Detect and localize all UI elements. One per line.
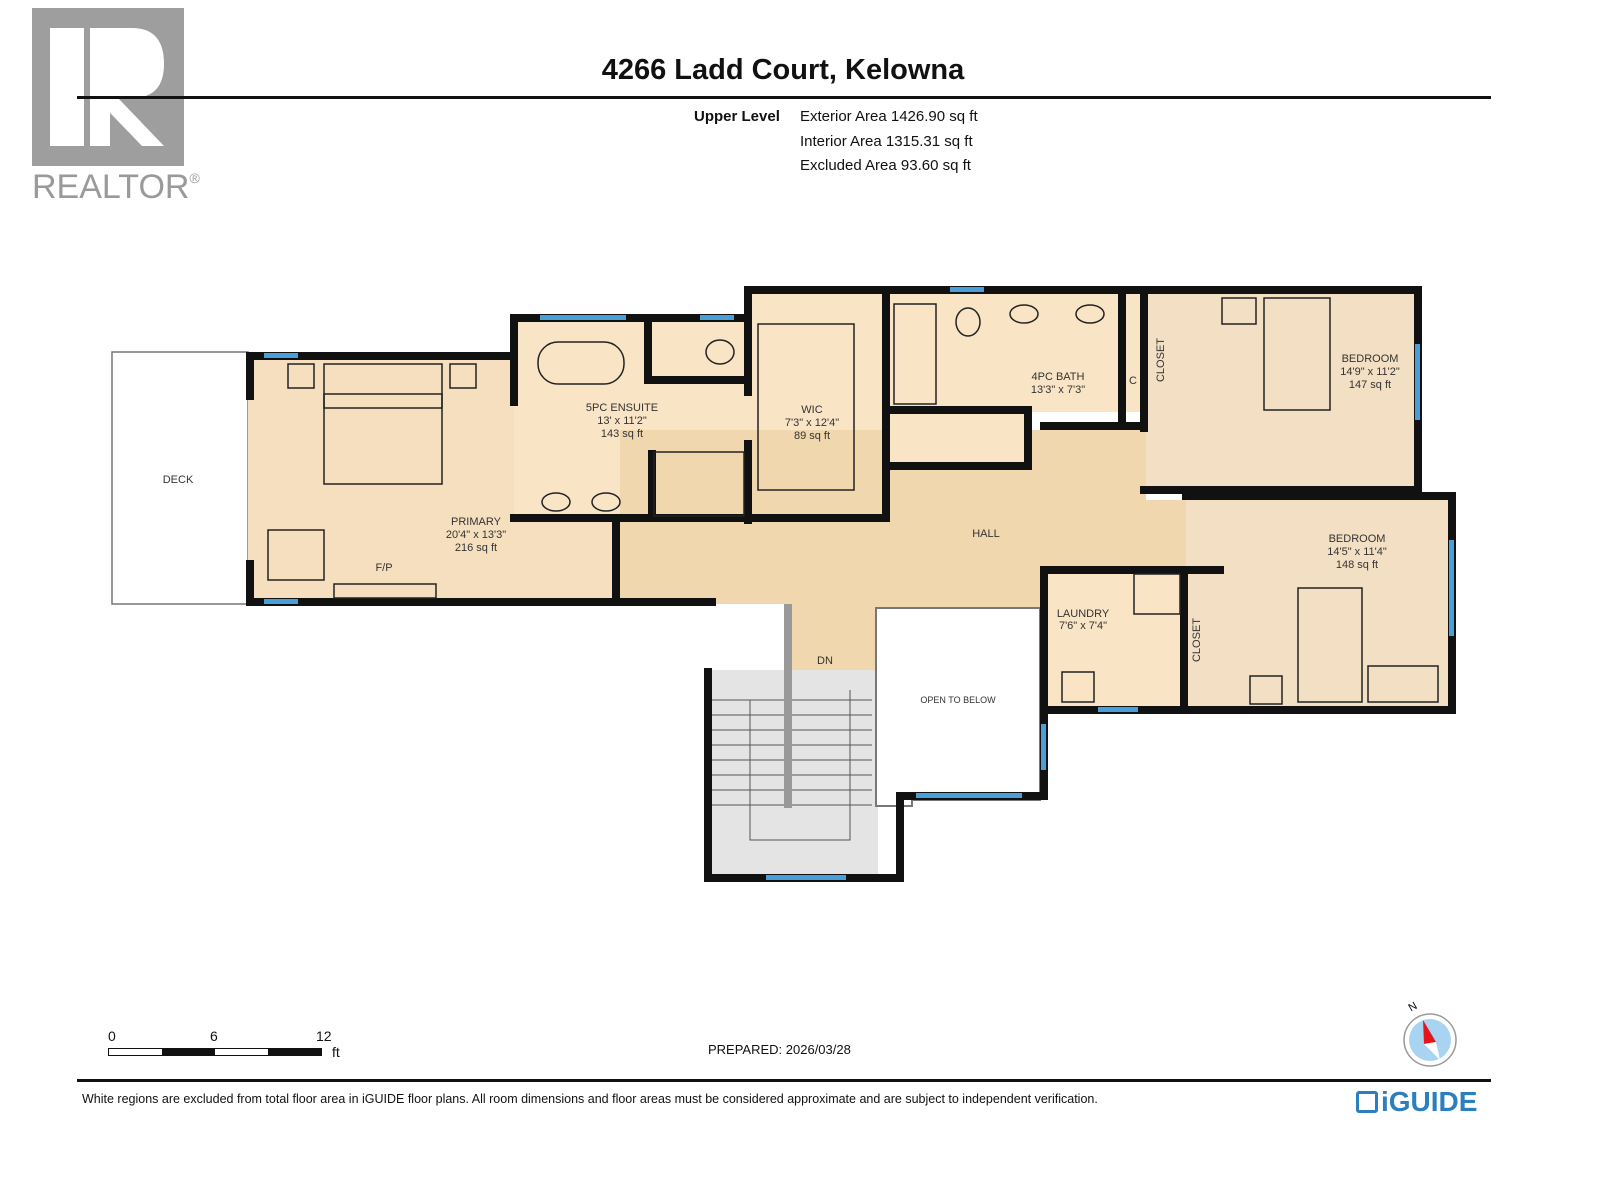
closet-label-bedroom1: CLOSET <box>1155 338 1167 382</box>
interior-area: Interior Area 1315.31 sq ft <box>800 133 973 150</box>
fireplace-label: F/P <box>375 562 392 574</box>
room-dims-primary: 20'4" x 13'3" <box>446 529 506 541</box>
toilet-2 <box>955 307 981 337</box>
room-dims-wic: 7'3" x 12'4" <box>785 417 839 429</box>
stair-rail <box>784 604 792 808</box>
room-name-bedroom2: BEDROOM <box>1329 533 1386 545</box>
room-name-laundry: LAUNDRY <box>1057 608 1110 620</box>
property-title: 4266 Ladd Court, Kelowna <box>601 54 965 86</box>
deck-area <box>111 351 249 605</box>
room-name-hall: HALL <box>972 528 1000 540</box>
shower <box>653 451 745 517</box>
floor-plan: DECK PRIMARY 20'4" x 13'3" 216 sq ft F/P… <box>111 286 1456 882</box>
sink-3 <box>1075 304 1105 324</box>
realtor-logo <box>32 8 184 166</box>
toilet <box>705 339 735 365</box>
scale-tick-6: 6 <box>210 1028 218 1044</box>
realtor-r-icon <box>50 28 164 146</box>
compass-icon: N <box>1396 1000 1460 1075</box>
nightstand <box>287 363 315 389</box>
room-dims-4pc-bath: 13'3" x 7'3" <box>1031 384 1085 396</box>
bedroom2-bed <box>1297 587 1363 703</box>
bedroom2-floor <box>1186 496 1452 708</box>
bathtub <box>537 341 625 385</box>
bedroom2-desk <box>1367 665 1439 703</box>
scale-segments <box>108 1048 322 1056</box>
room-area-bedroom1: 147 sq ft <box>1349 379 1391 391</box>
disclaimer-text: White regions are excluded from total fl… <box>82 1092 1098 1106</box>
bath-floor <box>886 292 1146 412</box>
scale-tick-0: 0 <box>108 1028 116 1044</box>
room-dims-laundry: 7'6" x 7'4" <box>1059 620 1107 632</box>
fireplace <box>333 583 437 599</box>
room-dims-bedroom1: 14'9" x 11'2" <box>1340 366 1400 378</box>
linen-floor <box>890 414 1030 466</box>
room-dims-ensuite: 13' x 11'2" <box>597 415 647 427</box>
room-area-ensuite: 143 sq ft <box>601 428 643 440</box>
wic-shelving <box>757 323 855 491</box>
realtor-wordmark: REALTOR® <box>32 168 200 206</box>
room-name-wic: WIC <box>801 404 822 416</box>
room-area-primary: 216 sq ft <box>455 542 497 554</box>
bath-tub-2 <box>893 303 937 405</box>
scale-unit: ft <box>332 1044 340 1060</box>
room-name-open-to-below: OPEN TO BELOW <box>920 695 996 705</box>
stairs-down-label: DN <box>817 655 833 667</box>
room-area-bedroom2: 148 sq ft <box>1336 559 1378 571</box>
dryer <box>1133 573 1181 615</box>
room-name-deck: DECK <box>163 474 194 486</box>
sink <box>541 492 571 512</box>
windows <box>264 287 1454 880</box>
room-name-bedroom1: BEDROOM <box>1342 353 1399 365</box>
level-label: Upper Level <box>694 108 780 125</box>
excluded-area: Excluded Area 93.60 sq ft <box>800 157 971 174</box>
open-to-below <box>875 607 1041 807</box>
scale-bar: 0 6 12 ft <box>108 1028 348 1060</box>
bedroom1-bed <box>1263 297 1331 411</box>
room-name-4pc-bath: 4PC BATH <box>1032 371 1085 383</box>
title-divider <box>77 96 1491 99</box>
prepared-date: PREPARED: 2026/03/28 <box>708 1042 851 1057</box>
room-area-wic: 89 sq ft <box>794 430 830 442</box>
primary-bed <box>323 363 443 485</box>
armchair <box>267 529 325 581</box>
sink-2 <box>1009 304 1039 324</box>
closet-label-bedroom2: CLOSET <box>1191 618 1203 662</box>
room-name-ensuite: 5PC ENSUITE <box>586 402 658 414</box>
room-dims-bedroom2: 14'5" x 11'4" <box>1327 546 1387 558</box>
nightstand <box>449 363 477 389</box>
scale-tick-12: 12 <box>316 1028 332 1044</box>
bedroom1-dresser <box>1221 297 1257 325</box>
bedroom1-floor <box>1146 290 1418 490</box>
compass-north-label: N <box>1407 1000 1420 1014</box>
iguide-logo: iGUIDE <box>1356 1086 1477 1118</box>
fixtures <box>267 297 1439 705</box>
iguide-mark-icon <box>1356 1091 1378 1113</box>
footer-divider <box>77 1079 1491 1082</box>
closet-c-label: C <box>1129 375 1137 387</box>
laundry-floor <box>1044 570 1184 708</box>
sink <box>591 492 621 512</box>
bedroom2-nightstand <box>1249 675 1283 705</box>
room-name-primary: PRIMARY <box>451 516 502 528</box>
exterior-area: Exterior Area 1426.90 sq ft <box>800 108 978 125</box>
laundry-sink <box>1061 671 1095 703</box>
